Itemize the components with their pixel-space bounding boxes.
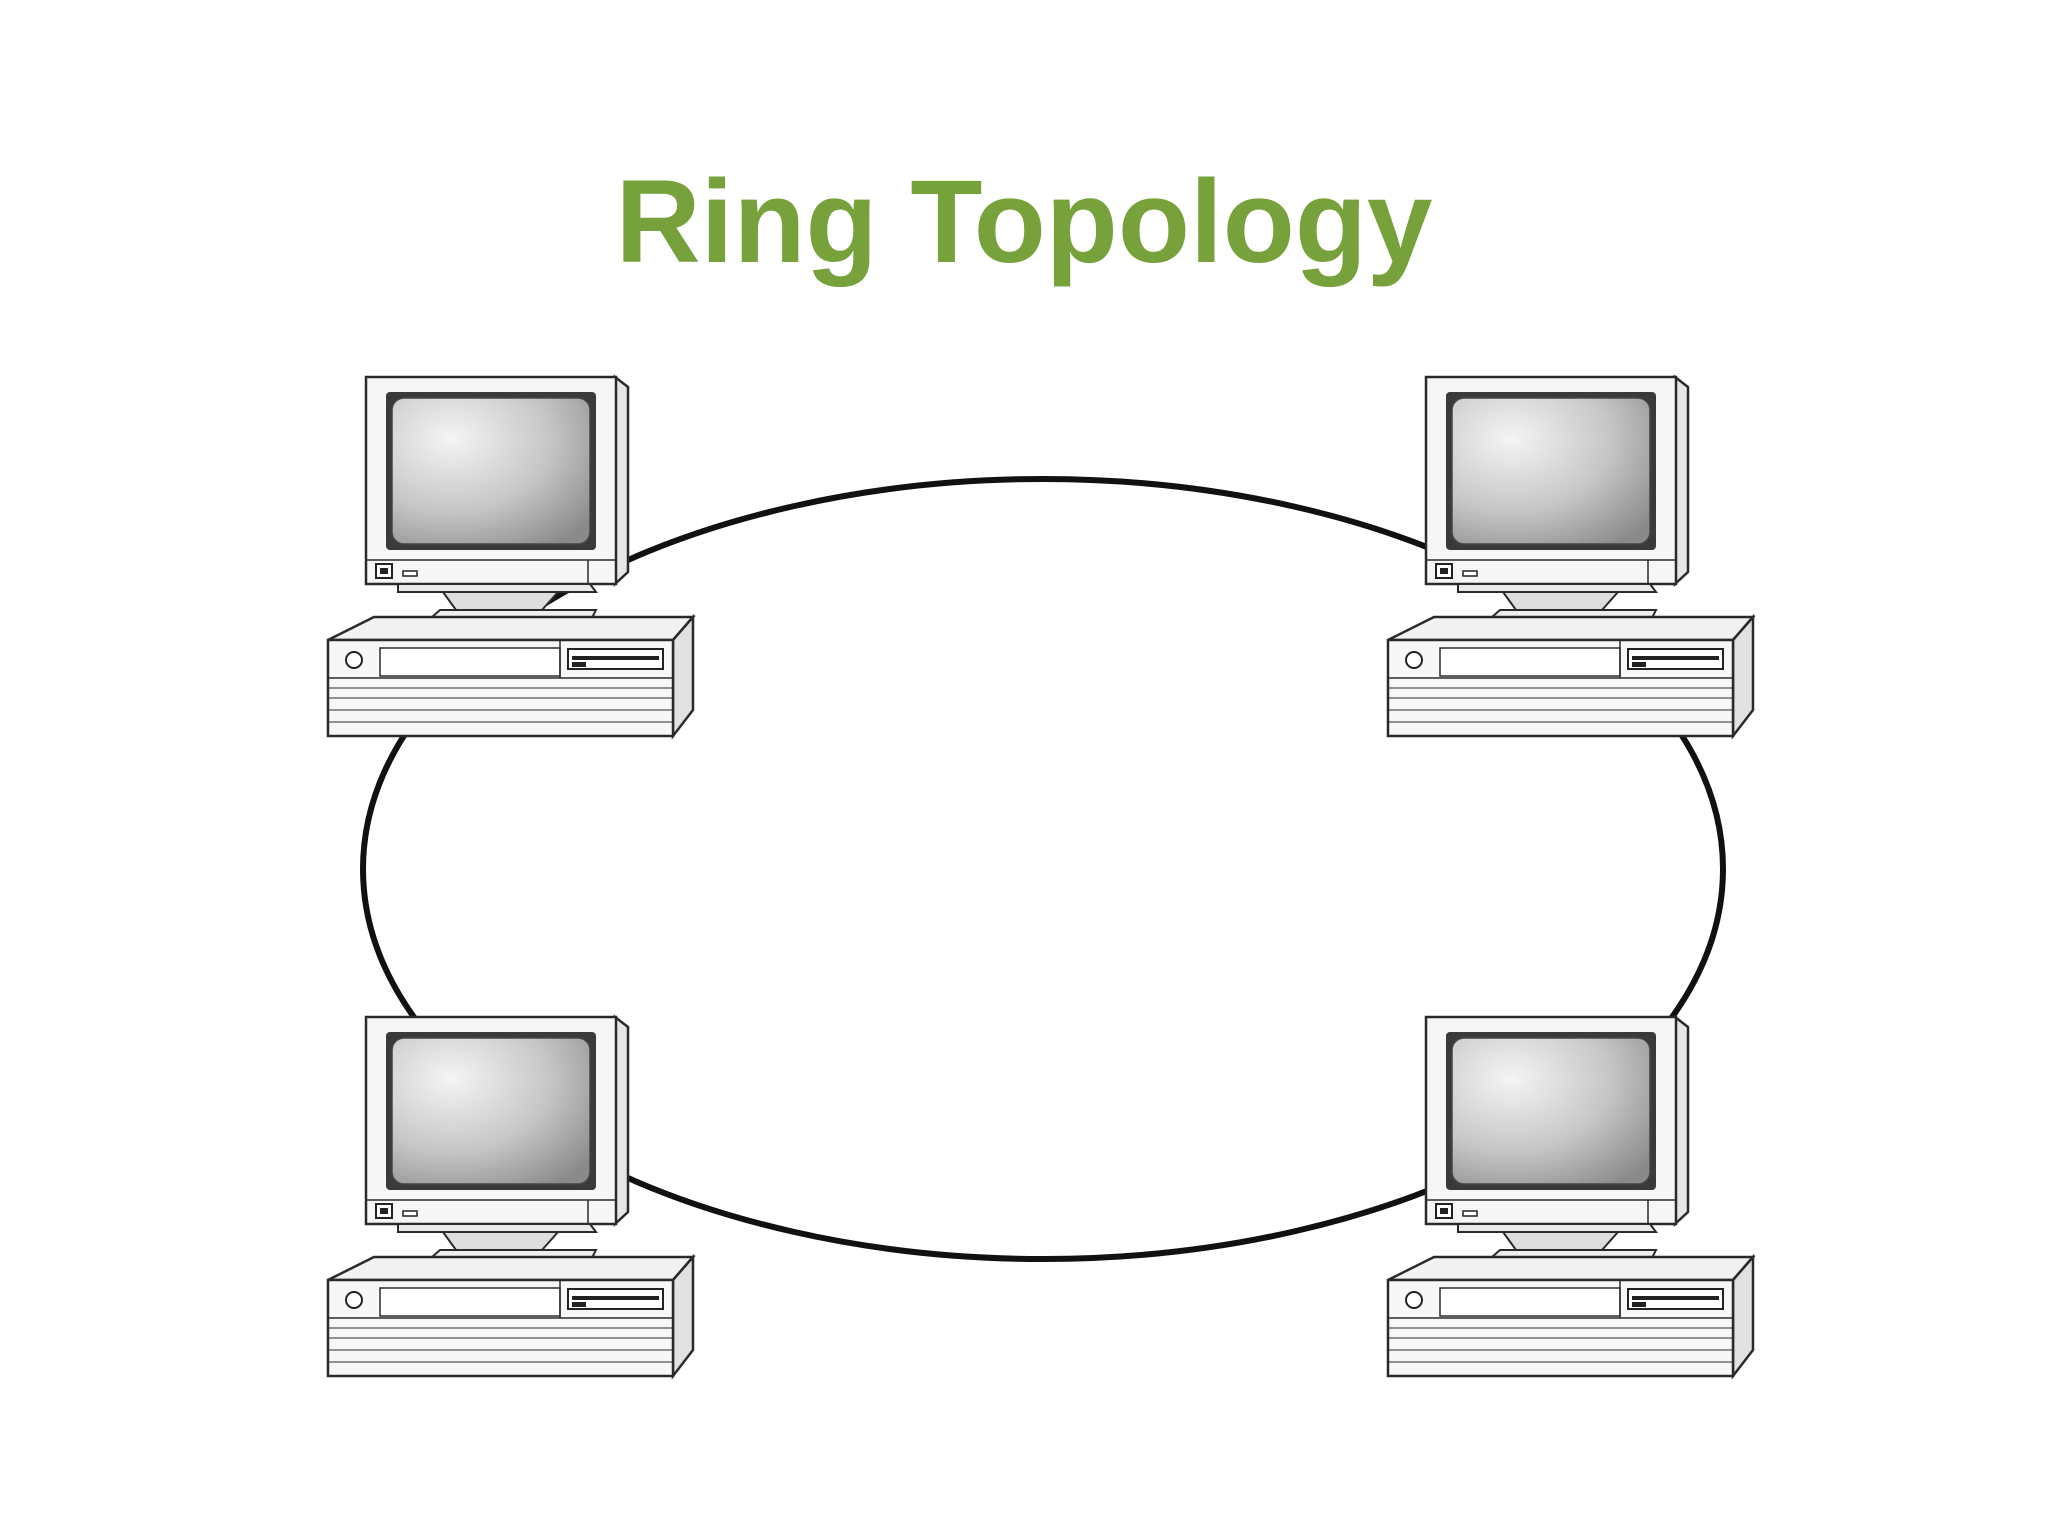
computer-bottom-left — [326, 1015, 695, 1378]
desktop-computer-icon — [1386, 375, 1755, 738]
computer-top-right — [1386, 375, 1755, 738]
ring-link — [360, 476, 1726, 1262]
desktop-computer-icon — [326, 1015, 695, 1378]
computer-bottom-right — [1386, 1015, 1755, 1378]
page-title: Ring Topology — [615, 156, 1433, 288]
desktop-computer-icon — [1386, 1015, 1755, 1378]
